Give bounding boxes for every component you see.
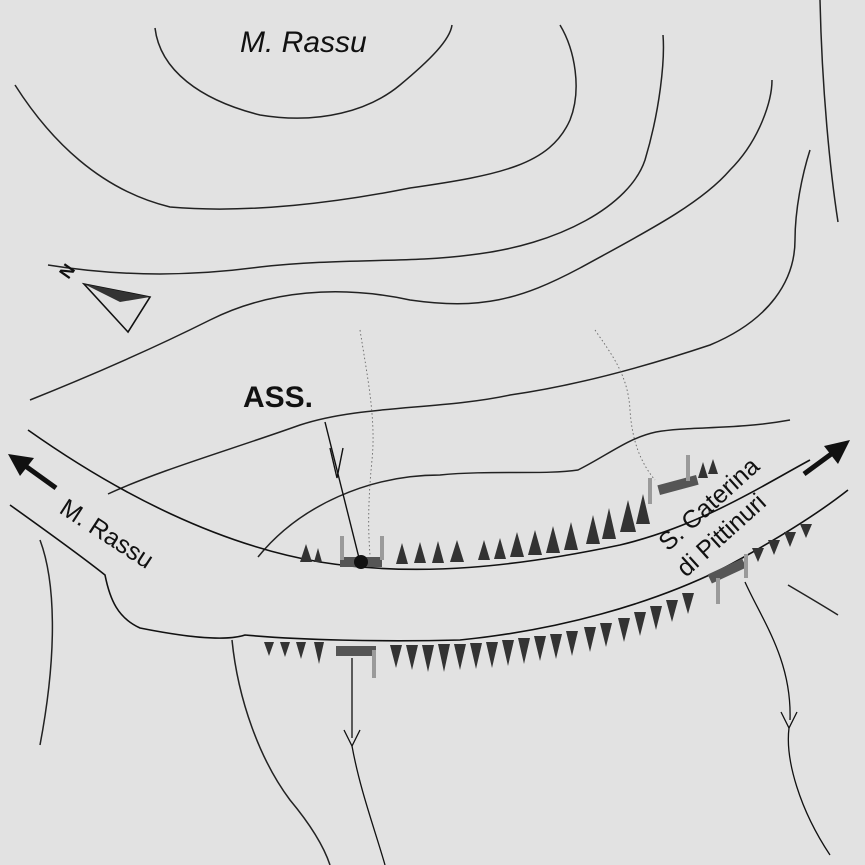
- flow-line: [744, 581, 791, 721]
- culvert-headwall: [648, 478, 652, 504]
- contour-line: [154, 24, 453, 119]
- embankment-hachure-icon: [618, 618, 630, 642]
- embankment-hachure-icon: [450, 540, 464, 562]
- embankment-hachure-icon: [708, 459, 718, 474]
- embankment-hachure-icon: [546, 526, 560, 553]
- embankment-hachure-icon: [296, 642, 306, 659]
- culvert-headwall: [686, 455, 690, 481]
- embankment-hachure-icon: [650, 606, 662, 630]
- embankment-hachure-icon: [280, 642, 290, 657]
- summit-label: M. Rassu: [240, 26, 367, 59]
- site-pointer: [324, 421, 368, 569]
- embankment-hachure-icon: [518, 638, 530, 664]
- embankment-hachure-icon: [620, 500, 636, 532]
- road-edge-outer: [27, 429, 811, 571]
- stream-line: [594, 329, 656, 481]
- contour-line: [257, 419, 791, 558]
- flow-line: [787, 727, 831, 856]
- culvert-headwall: [372, 650, 376, 678]
- embankment-hachure-icon: [314, 548, 322, 562]
- culvert-headwall: [744, 554, 748, 578]
- embankment-hachure-icon: [698, 462, 708, 478]
- contour-lines: [14, 0, 839, 865]
- north-arrow-shade: [84, 284, 150, 302]
- embankment-hachure-icon: [510, 532, 524, 557]
- site-pointer-line: [324, 421, 361, 563]
- embankment-hachure-icon: [478, 540, 490, 560]
- embankment-hachure-icon: [752, 548, 764, 562]
- direction-arrows: [8, 440, 850, 491]
- embankment-hachure-icon: [406, 645, 418, 670]
- culvert-pipe: [707, 558, 747, 584]
- stream-lines: [359, 329, 656, 556]
- culvert-east-south: [707, 554, 748, 604]
- embankment-hachure-icon: [566, 631, 578, 656]
- embankment-hachure-icon: [314, 642, 324, 664]
- culvert-south: [336, 646, 376, 678]
- embankment-hachure-icon: [390, 645, 402, 668]
- embankment-hachure-icon: [768, 540, 780, 555]
- embankment-hachure-icon: [586, 515, 600, 544]
- embankment-hachure-icon: [550, 634, 562, 659]
- site-pointer-head: [329, 447, 344, 479]
- site-marker-icon: [354, 555, 368, 569]
- culvert-headwall: [716, 578, 720, 604]
- contour-line: [39, 539, 54, 746]
- embankment-hachure-icon: [470, 643, 482, 669]
- contour-line: [107, 149, 811, 495]
- culvert-east-north: [648, 455, 699, 504]
- embankment-hachure-icon: [264, 642, 274, 656]
- embankment-hachure-icon: [300, 544, 312, 562]
- north-arrow: N: [55, 260, 152, 334]
- embankment-hachure-icon: [422, 645, 434, 672]
- embankment-hachures-south: [264, 524, 812, 672]
- embankment-hachures-north: [300, 459, 718, 564]
- embankment-hachure-icon: [454, 644, 466, 670]
- embankment-hachure-icon: [438, 644, 450, 672]
- embankment-hachure-icon: [396, 543, 408, 564]
- embankment-hachure-icon: [666, 600, 678, 622]
- direction-arrow-icon: [824, 440, 850, 464]
- embankment-hachure-icon: [682, 593, 694, 614]
- culvert-pipe: [336, 646, 376, 656]
- embankment-hachure-icon: [432, 541, 444, 563]
- culvert-headwall: [380, 536, 384, 560]
- site-label: ASS.: [243, 381, 313, 414]
- embankment-hachure-icon: [584, 627, 596, 652]
- embankment-hachure-icon: [534, 636, 546, 661]
- embankment-hachure-icon: [528, 530, 542, 555]
- embankment-hachure-icon: [414, 542, 426, 563]
- contour-line: [47, 34, 665, 275]
- contour-line: [787, 584, 839, 616]
- contour-line: [29, 79, 773, 401]
- embankment-hachure-icon: [486, 642, 498, 668]
- embankment-hachure-icon: [634, 612, 646, 636]
- contour-line: [819, 0, 839, 223]
- direction-arrow-east-shaft: [802, 449, 836, 477]
- embankment-hachure-icon: [636, 494, 650, 524]
- direction-arrow-icon: [8, 454, 34, 476]
- embankment-hachure-icon: [494, 538, 506, 559]
- culvert-headwall: [340, 536, 344, 560]
- contour-line: [231, 639, 331, 865]
- embankment-hachure-icon: [564, 522, 578, 550]
- flow-line: [351, 745, 386, 865]
- embankment-hachure-icon: [502, 640, 514, 666]
- contour-line: [14, 24, 577, 210]
- flow-lines: [343, 581, 831, 865]
- direction-arrow-west-shaft: [22, 462, 58, 491]
- embankment-hachure-icon: [600, 623, 612, 647]
- embankment-hachure-icon: [784, 532, 796, 547]
- embankment-hachure-icon: [800, 524, 812, 538]
- embankment-hachure-icon: [602, 508, 616, 539]
